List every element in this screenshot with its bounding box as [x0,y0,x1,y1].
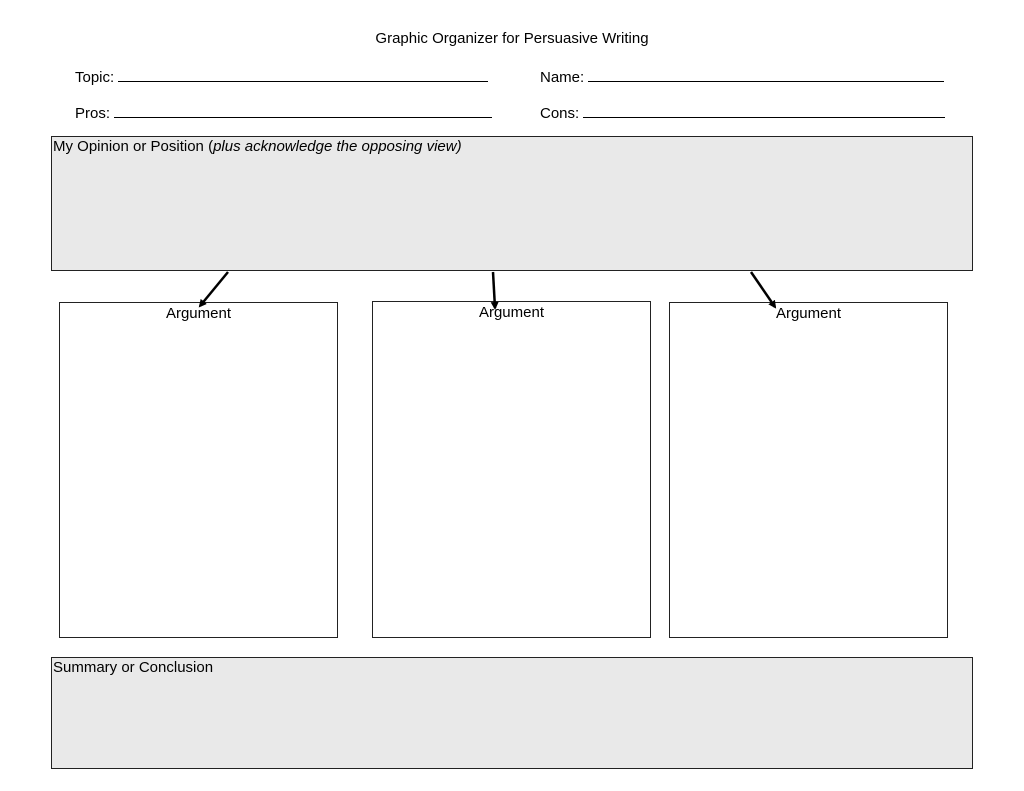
cons-input-line[interactable] [583,103,946,118]
opinion-label-text: My Opinion or Position ( [53,138,214,155]
argument-label-1: Argument [165,305,232,322]
cons-field[interactable]: Cons: [540,103,946,122]
arrow-to-argument-1 [198,271,229,308]
argument-box-3[interactable]: Argument [669,302,948,638]
topic-field[interactable]: Topic: [75,67,489,86]
opinion-label: My Opinion or Position (plus acknowledge… [53,138,462,155]
topic-label: Topic: [75,69,115,86]
argument-label-3: Argument [775,305,842,322]
opinion-label-italic: plus acknowledge the opposing view) [213,138,462,155]
argument-label-2: Argument [478,304,545,321]
pros-input-line[interactable] [114,103,493,118]
opinion-box[interactable]: My Opinion or Position (plus acknowledge… [51,136,973,271]
name-input-line[interactable] [588,67,945,82]
name-field[interactable]: Name: [540,67,945,86]
pros-field[interactable]: Pros: [75,103,493,122]
summary-box[interactable]: Summary or Conclusion [51,657,973,769]
pros-label: Pros: [75,105,111,122]
name-label: Name: [540,69,585,86]
summary-label: Summary or Conclusion [53,659,214,676]
page-title: Graphic Organizer for Persuasive Writing [375,30,649,47]
topic-input-line[interactable] [118,67,489,82]
cons-label: Cons: [540,105,580,122]
argument-box-2[interactable]: Argument [372,301,651,638]
argument-box-1[interactable]: Argument [59,302,338,638]
